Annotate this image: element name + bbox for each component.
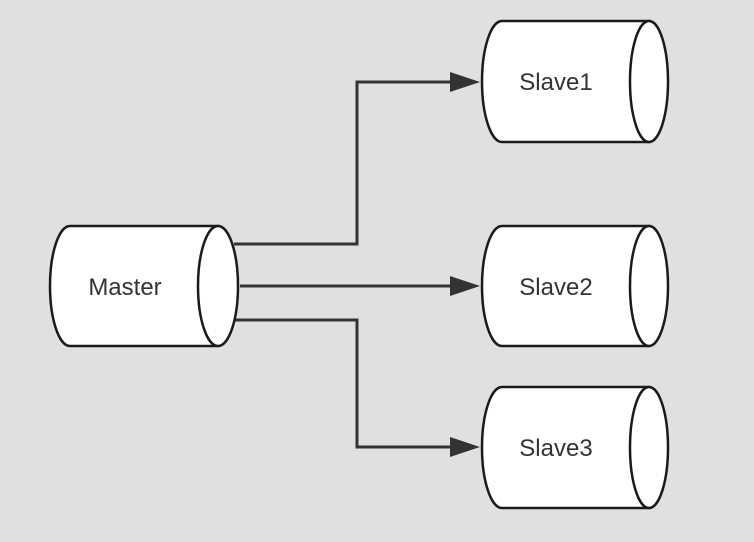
arrowhead-slave3: [450, 437, 480, 457]
edge-master-to-slave3: [234, 318, 480, 457]
slave1-node[interactable]: Slave1: [480, 19, 670, 144]
master-node[interactable]: Master: [48, 224, 240, 348]
slave3-label: Slave3: [519, 435, 592, 462]
edge-master-to-slave1: [234, 72, 480, 246]
edges: [234, 72, 480, 457]
slave1-label: Slave1: [519, 69, 592, 96]
slave2-node[interactable]: Slave2: [480, 224, 670, 348]
edge-master-to-slave2: [240, 276, 480, 296]
arrowhead-slave2: [450, 276, 480, 296]
slave2-label: Slave2: [519, 274, 592, 301]
slave3-node[interactable]: Slave3: [480, 385, 670, 510]
master-label: Master: [88, 274, 161, 301]
arrowhead-slave1: [450, 72, 480, 92]
